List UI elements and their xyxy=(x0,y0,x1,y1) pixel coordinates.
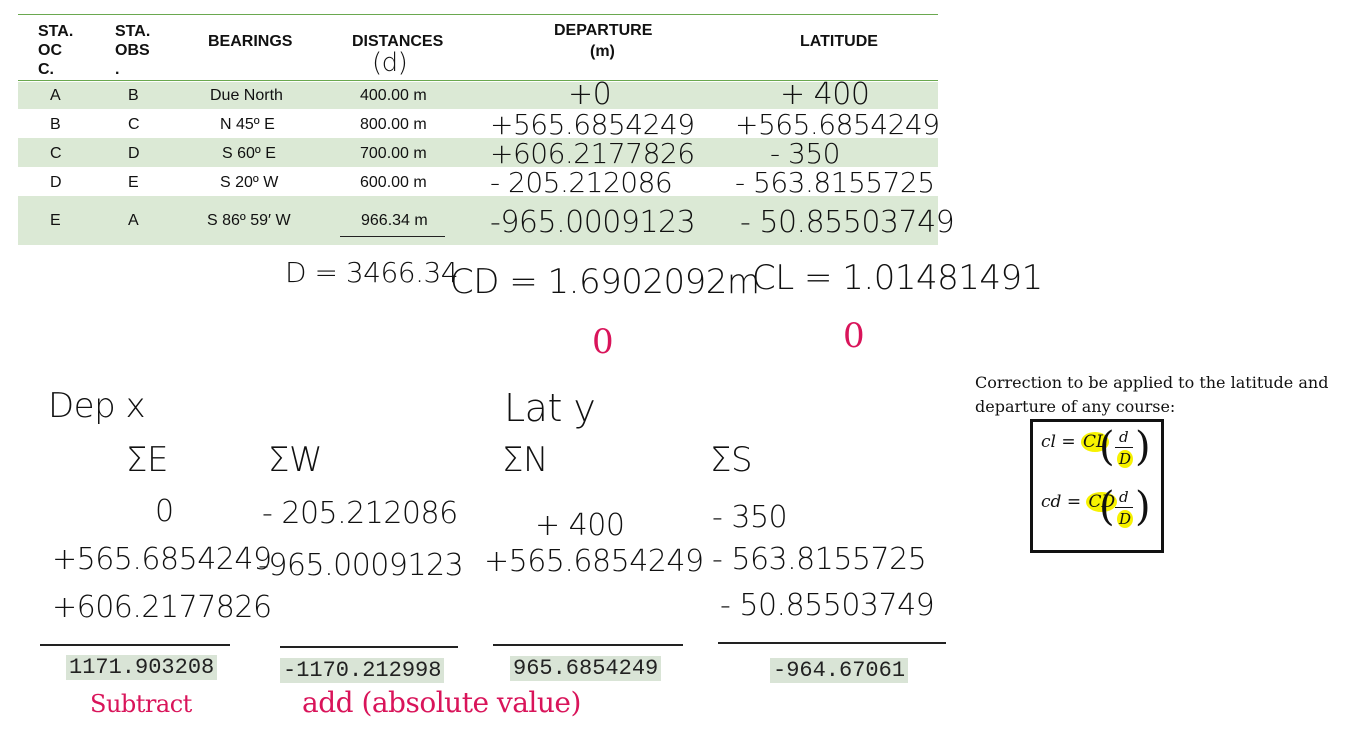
row5-departure: -965.0009123 xyxy=(490,205,696,240)
table-row xyxy=(18,196,938,245)
lat-label: Lat y xyxy=(504,386,596,430)
sum-east-value: 0 xyxy=(155,494,174,529)
header-latitude: LATITUDE xyxy=(800,33,878,50)
row5-distance: 966.34 m xyxy=(361,212,428,229)
sum-west-symbol: ΣW xyxy=(268,440,323,480)
row4-obs: E xyxy=(128,174,139,191)
row4-distance: 600.00 m xyxy=(360,174,427,191)
formula-latitude: cl = CL xyxy=(1041,432,1110,452)
closure-latitude: CL = 1.01481491 xyxy=(752,258,1043,298)
header-departure-unit: (m) xyxy=(590,43,615,60)
sum-east-value: +606.2177826 xyxy=(52,590,272,625)
header-departure: DEPARTURE xyxy=(554,22,653,39)
row3-departure: +606.2177826 xyxy=(490,137,695,170)
sum-east-rule xyxy=(40,644,230,646)
row5-latitude: - 50.85503749 xyxy=(740,205,955,240)
row5-obs: A xyxy=(128,212,139,229)
sum-south-value: - 350 xyxy=(712,500,788,535)
formula-d-lhs: cd xyxy=(1041,492,1062,512)
distance-total-rule xyxy=(340,236,445,237)
row3-distance: 700.00 m xyxy=(360,145,427,162)
row4-latitude: - 563.8155725 xyxy=(735,166,935,199)
row3-bearing: S 60º E xyxy=(222,145,276,162)
sum-east-symbol: ΣE xyxy=(126,440,168,480)
row1-departure: +0 xyxy=(568,77,612,112)
formula-departure: cd = CD xyxy=(1041,492,1118,512)
sum-east-total: 1171.903208 xyxy=(66,655,218,680)
header-sta-obs: STA.OBS. xyxy=(115,23,151,78)
sum-north-rule xyxy=(493,644,683,646)
row2-latitude: +565.6854249 xyxy=(735,108,940,141)
sum-north-total: 965.6854249 xyxy=(510,656,662,681)
row2-distance: 800.00 m xyxy=(360,116,427,133)
row1-obs: B xyxy=(128,87,139,104)
sum-west-value: -965.0009123 xyxy=(258,548,464,583)
row5-occ: E xyxy=(50,212,61,229)
sum-east-value: +565.6854249 xyxy=(52,542,272,577)
table-row xyxy=(18,82,938,109)
row1-distance: 400.00 m xyxy=(360,87,427,104)
sum-south-value: - 563.8155725 xyxy=(712,542,927,577)
sum-south-value: - 50.85503749 xyxy=(720,588,935,623)
closure-departure: CD = 1.6902092m xyxy=(450,262,760,302)
row3-obs: D xyxy=(128,145,140,162)
formula-l-coef: CL xyxy=(1081,432,1110,452)
sum-south-symbol: ΣS xyxy=(710,440,753,480)
total-distance: D = 3466.34 xyxy=(285,256,459,289)
sum-west-note: add (absolute value) xyxy=(302,686,581,719)
header-distances: DISTANCES xyxy=(352,33,444,50)
dep-label: Dep x xyxy=(48,386,146,426)
header-bearings: BEARINGS xyxy=(208,33,293,50)
row4-bearing: S 20º W xyxy=(220,174,279,191)
paren-open: ( xyxy=(1099,484,1115,530)
row4-departure: - 205.212086 xyxy=(490,166,673,199)
formula-d-den: D xyxy=(1117,510,1134,528)
row1-occ: A xyxy=(50,87,61,104)
table-header-rule xyxy=(18,80,938,81)
row3-latitude: - 350 xyxy=(770,137,840,170)
row3-occ: C xyxy=(50,145,62,162)
formula-d-coef: CD xyxy=(1086,492,1118,512)
row1-bearing: Due North xyxy=(210,87,283,104)
equals-sign: = xyxy=(1066,492,1082,512)
correction-formula-box: cl = CL ( d D ) cd = CD ( d D ) xyxy=(1030,419,1164,553)
row2-occ: B xyxy=(50,116,61,133)
formula-l-lhs: cl xyxy=(1041,432,1056,452)
cd-mark: 0 xyxy=(592,322,614,362)
cl-mark: 0 xyxy=(843,316,865,356)
paren-open: ( xyxy=(1099,424,1115,470)
sum-west-value: - 205.212086 xyxy=(262,496,458,531)
correction-text: Correction to be applied to the latitude… xyxy=(975,373,1329,416)
sum-south-total: -964.67061 xyxy=(770,658,909,683)
paren-close: ) xyxy=(1135,424,1151,470)
formula-l-num: d xyxy=(1119,428,1129,446)
paren-close: ) xyxy=(1135,484,1151,530)
sum-east-note: Subtract xyxy=(90,690,192,718)
table-row xyxy=(18,138,938,167)
table-top-rule xyxy=(18,14,938,15)
sum-north-symbol: ΣN xyxy=(502,440,548,480)
formula-d-num: d xyxy=(1119,488,1129,506)
equals-sign: = xyxy=(1061,432,1076,452)
formula-l-den: D xyxy=(1117,450,1134,468)
sum-north-value: + 400 xyxy=(535,508,625,543)
sum-west-total: -1170.212998 xyxy=(280,658,445,683)
row2-obs: C xyxy=(128,116,140,133)
row4-occ: D xyxy=(50,174,62,191)
distances-note: (d) xyxy=(372,48,408,78)
sum-south-rule xyxy=(718,642,946,644)
row5-bearing: S 86º 59′ W xyxy=(207,212,291,229)
sum-north-value: +565.6854249 xyxy=(484,544,704,579)
row2-departure: +565.6854249 xyxy=(490,108,695,141)
row1-latitude: + 400 xyxy=(780,77,870,112)
fraction-bar xyxy=(1115,507,1133,508)
fraction-bar xyxy=(1115,447,1133,448)
sum-west-rule xyxy=(280,646,458,648)
row2-bearing: N 45º E xyxy=(220,116,275,133)
